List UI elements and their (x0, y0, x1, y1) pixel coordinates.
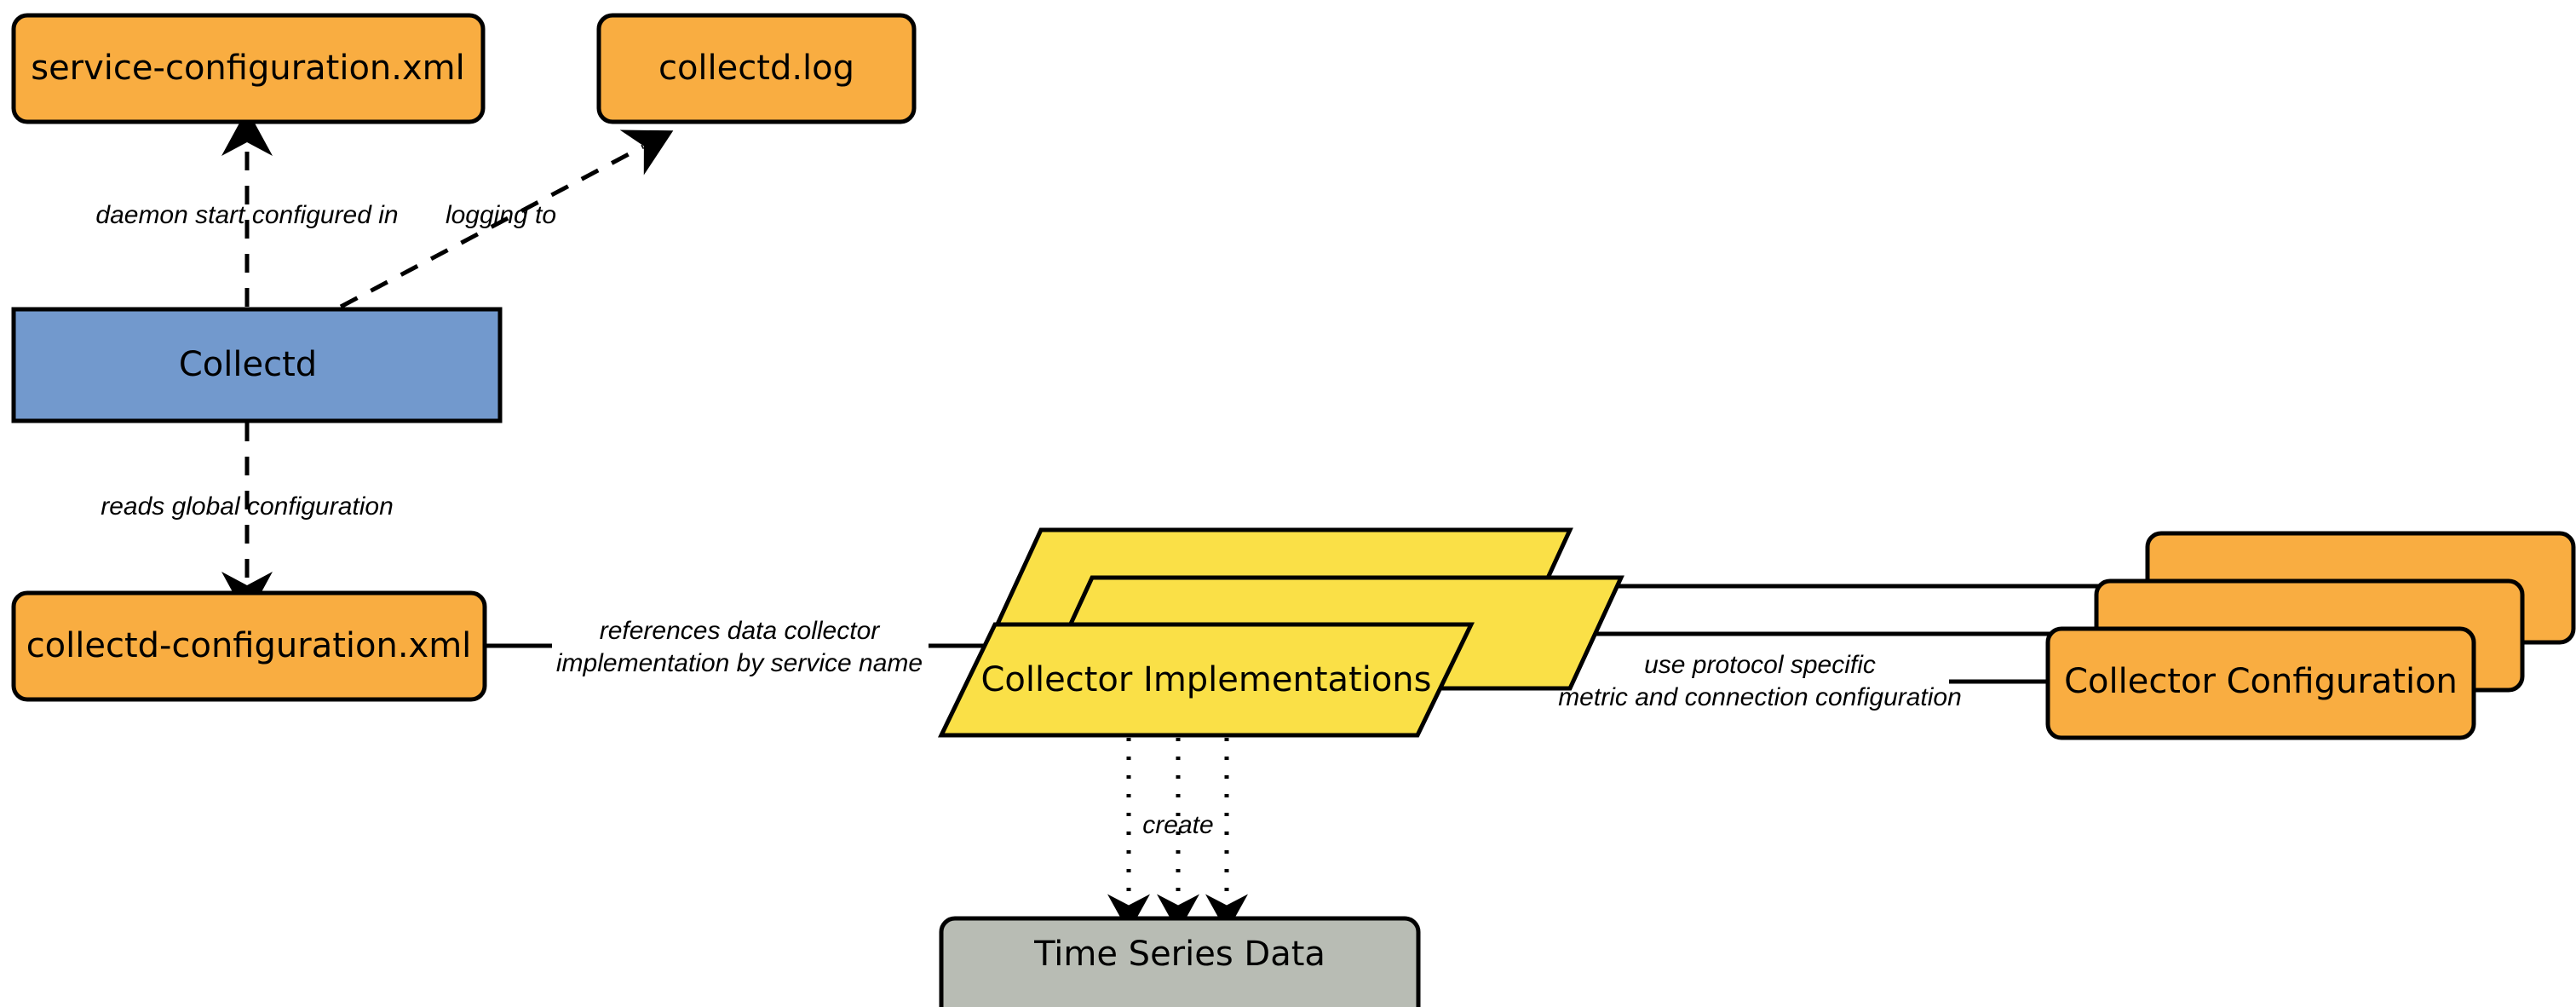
edge-reads-global-configuration: reads global configuration (101, 423, 394, 619)
edge-logging-to: logging to (339, 129, 674, 309)
edge-label-logging-to: logging to (446, 201, 556, 229)
edge-label-references-line2: implementation by service name (556, 649, 923, 677)
node-shape-collector-implementations-front (938, 622, 1475, 738)
edge-label-reads-global-configuration: reads global configuration (101, 492, 394, 521)
node-label-service-configuration-xml: service-configuration.xml (31, 49, 465, 88)
node-label-collectd: Collectd (179, 345, 317, 384)
edge-label-references-line1: references data collector (600, 617, 881, 645)
node-label-collectd-log: collectd.log (658, 49, 854, 88)
node-collectd[interactable]: Collectd (11, 307, 503, 423)
edge-use-protocol-specific: use protocol specific metric and connect… (1469, 584, 2148, 711)
node-shape-time-series-data (939, 916, 1421, 1007)
node-shape-collector-configuration-front (2045, 626, 2476, 740)
edge-label-daemon-start: daemon start configured in (95, 201, 398, 229)
node-label-collector-configuration: Collector Configuration (2064, 662, 2458, 701)
node-collector-implementations[interactable]: Collector Implementations (938, 527, 1624, 738)
node-shape-collectd-configuration-xml (11, 590, 487, 702)
node-shape-service-configuration-xml (11, 13, 486, 124)
node-label-time-series-data: Time Series Data (1033, 935, 1325, 974)
node-collector-configuration[interactable]: Collector Configuration (2045, 531, 2576, 740)
node-service-configuration-xml[interactable]: service-configuration.xml (11, 13, 486, 124)
edge-label-create: create (1142, 811, 1213, 839)
edge-label-protocol-line1: use protocol specific (1644, 651, 1876, 679)
node-collectd-log[interactable]: collectd.log (596, 13, 917, 124)
edge-label-protocol-line2: metric and connection configuration (1558, 683, 1962, 711)
edge-daemon-start: daemon start configured in (95, 109, 399, 307)
node-label-collectd-configuration-xml: collectd-configuration.xml (26, 626, 472, 665)
edge-references-data-collector: references data collector implementation… (484, 617, 988, 677)
edge-create: create (1107, 738, 1248, 933)
node-shape-collectd-log (596, 13, 917, 124)
node-collectd-configuration-xml[interactable]: collectd-configuration.xml (11, 590, 487, 702)
node-time-series-data[interactable]: Time Series Data (939, 916, 1421, 1007)
node-label-collector-implementations: Collector Implementations (980, 660, 1431, 699)
node-shape-collectd (11, 307, 503, 423)
